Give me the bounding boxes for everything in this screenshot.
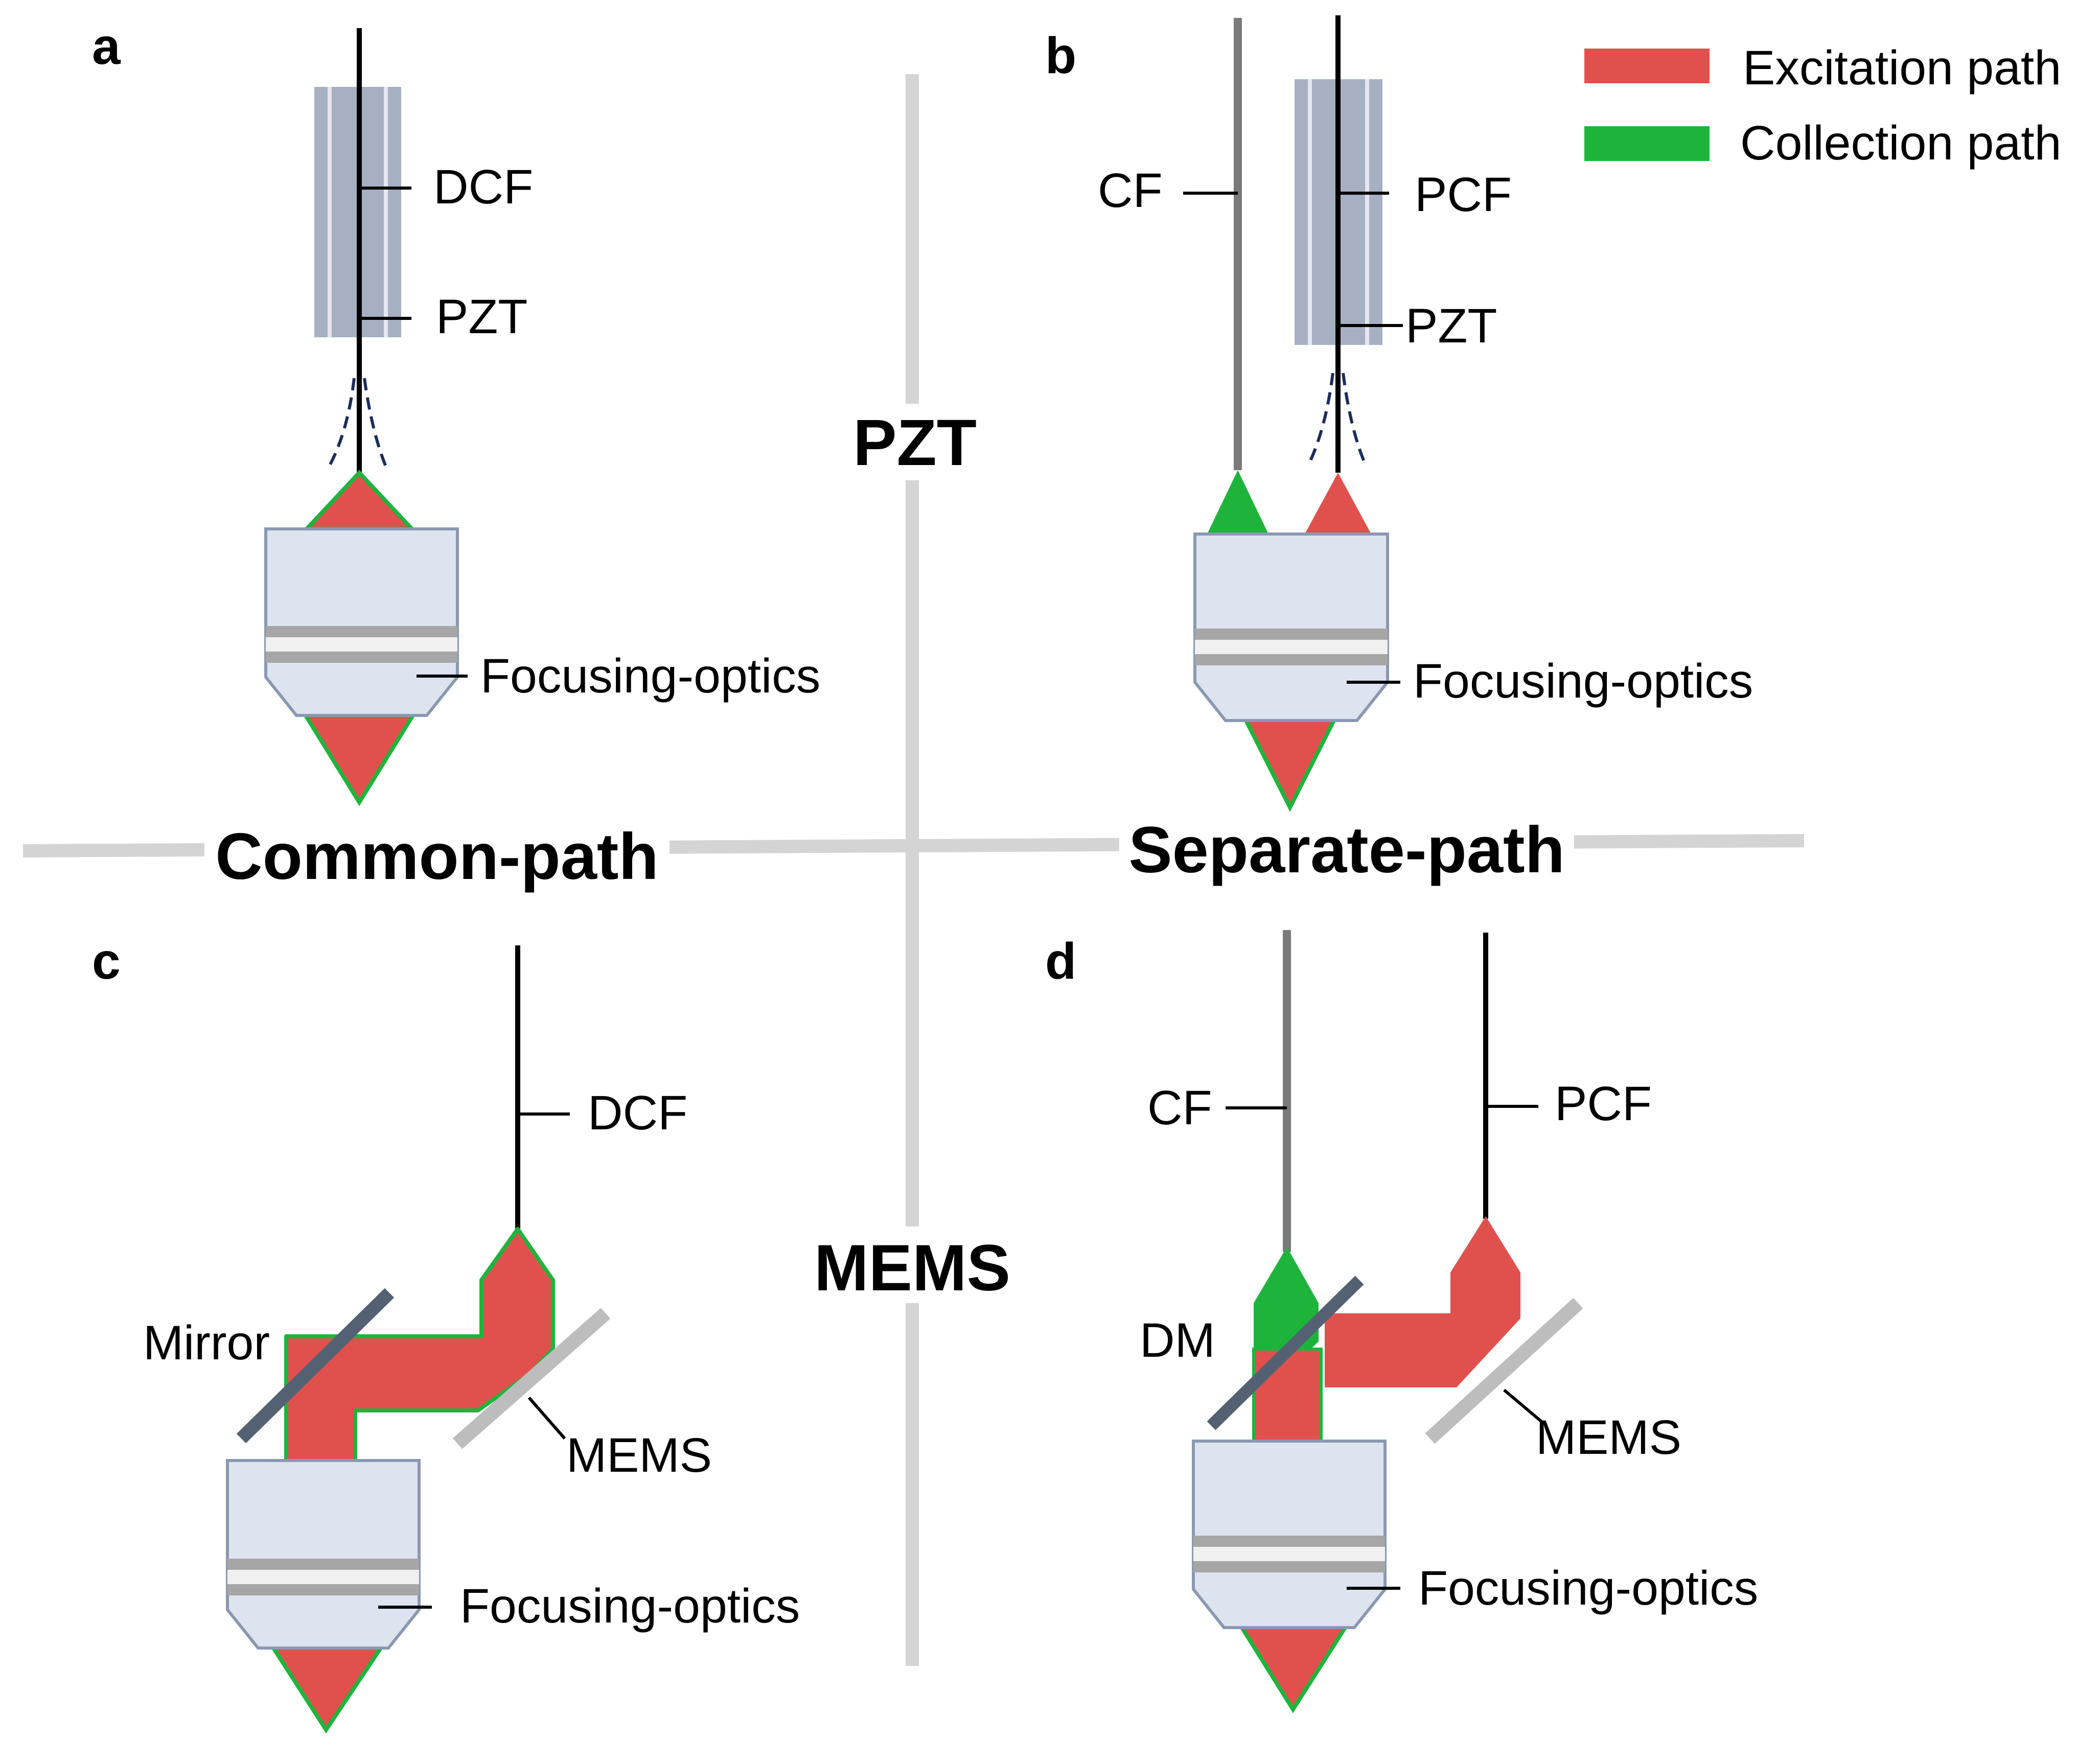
lens-element <box>227 1559 419 1570</box>
label-focusing-optics: Focusing-optics <box>1413 654 1753 708</box>
lens-element <box>1193 1547 1385 1561</box>
label-pcf: PCF <box>1555 1077 1652 1131</box>
axis-label-background-top <box>838 404 986 480</box>
legend: Excitation path Collection path <box>1584 41 2061 170</box>
legend-swatch-excitation <box>1584 49 1710 83</box>
lens-element <box>1195 640 1388 654</box>
axis-label-mems: MEMS <box>814 1232 1010 1305</box>
label-pzt: PZT <box>1405 299 1497 353</box>
label-mirror: Mirror <box>143 1316 270 1370</box>
axis-label-pzt: PZT <box>853 406 977 479</box>
focusing-optics <box>226 1459 421 1650</box>
label-dcf: DCF <box>588 1086 687 1140</box>
lens-element <box>1195 629 1388 640</box>
leader-line <box>1503 1388 1544 1425</box>
panel-c: c DCF Mirror MEMS Focusing-optics <box>92 933 800 1734</box>
lens-element <box>266 652 457 663</box>
excitation-cone-lower <box>1240 713 1340 812</box>
label-mems: MEMS <box>566 1428 712 1482</box>
lens-element <box>266 626 457 637</box>
leader-line <box>527 1397 566 1440</box>
label-dcf: DCF <box>433 160 533 214</box>
lens-element <box>1195 654 1388 665</box>
panel-letter-b: b <box>1045 27 1076 84</box>
axis-label-background-right <box>1119 813 1574 889</box>
label-mems: MEMS <box>1536 1410 1681 1465</box>
panel-b: b CF PCF PZT Focusing-optics <box>1045 15 1753 812</box>
collection-cone <box>1207 470 1268 534</box>
fiber-deflection-indicator <box>1307 373 1367 466</box>
shared-beam-path <box>1252 1348 1323 1445</box>
axis-label-background-bottom <box>802 1226 1022 1303</box>
mirror <box>236 1288 395 1444</box>
quadrant-axes: PZT MEMS Common-path Separate-path <box>22 74 1805 1666</box>
mems-mirror <box>452 1308 611 1449</box>
lens-element <box>1193 1561 1385 1572</box>
panel-letter-d: d <box>1045 933 1076 990</box>
lens-element <box>1193 1536 1385 1547</box>
panel-a: a DCF PZT Focusing-optics <box>92 18 820 806</box>
fiber-deflection-indicator <box>326 378 389 471</box>
lens-element <box>227 1570 419 1584</box>
panel-letter-a: a <box>92 18 121 75</box>
focusing-optics <box>1192 1440 1387 1629</box>
label-dm: DM <box>1140 1313 1215 1367</box>
label-pzt: PZT <box>436 290 527 344</box>
mems-mirror <box>1425 1297 1583 1444</box>
label-focusing-optics: Focusing-optics <box>460 1579 800 1633</box>
panel-d: d CF PCF DM MEMS Focusing-optics <box>1045 930 1758 1713</box>
dichroic-mirror <box>1207 1276 1364 1430</box>
label-pcf: PCF <box>1415 168 1512 222</box>
focusing-optics <box>1193 532 1389 722</box>
excitation-cone-lower <box>269 1646 385 1734</box>
label-focusing-optics: Focusing-optics <box>480 649 820 703</box>
axis-label-separate-path: Separate-path <box>1128 814 1565 887</box>
legend-label-excitation: Excitation path <box>1743 41 2061 95</box>
lens-element <box>266 637 457 652</box>
excitation-cone-lower <box>300 711 419 806</box>
axis-label-common-path: Common-path <box>215 820 658 893</box>
excitation-cone-upper <box>302 470 417 531</box>
label-cf: CF <box>1147 1081 1212 1135</box>
panel-letter-c: c <box>92 933 121 990</box>
excitation-beam-path <box>284 1227 555 1464</box>
label-focusing-optics: Focusing-optics <box>1418 1561 1758 1615</box>
excitation-cone-lower <box>1238 1626 1349 1713</box>
legend-label-collection: Collection path <box>1740 116 2061 170</box>
lens-element <box>227 1584 419 1595</box>
excitation-cone <box>1305 473 1371 534</box>
excitation-beam-path <box>1325 1216 1520 1387</box>
label-cf: CF <box>1098 164 1163 218</box>
axis-label-background-left <box>204 818 670 894</box>
legend-swatch-collection <box>1584 126 1710 161</box>
focusing-optics <box>264 527 459 717</box>
